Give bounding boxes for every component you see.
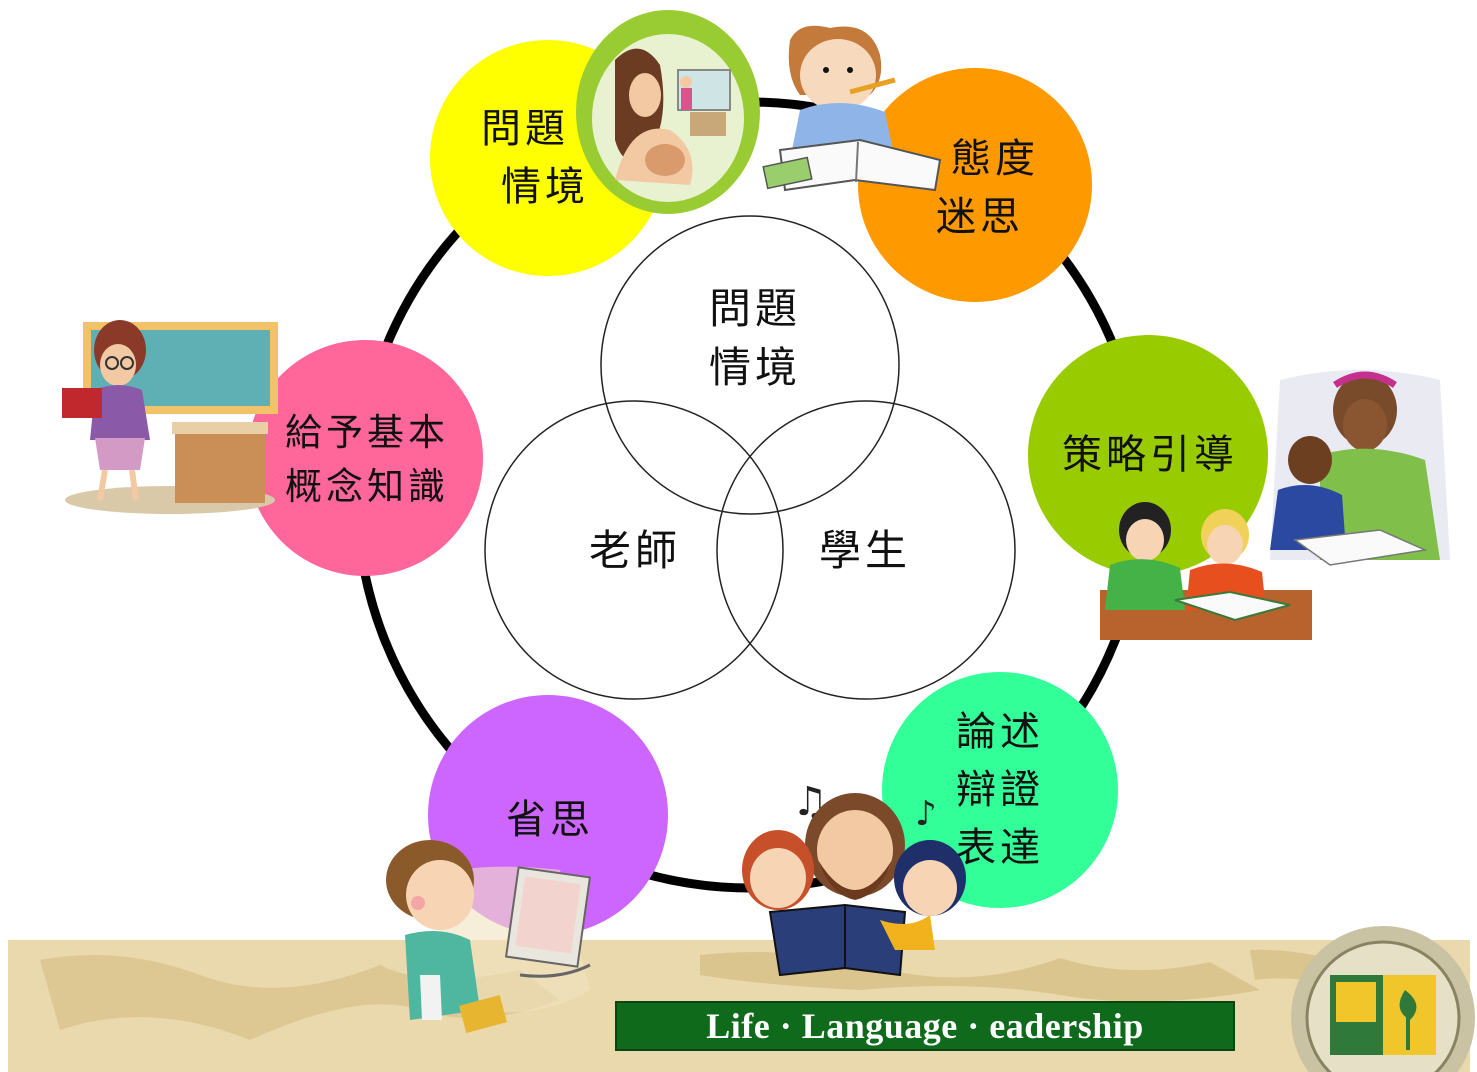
node-attitude-myth-line-1: 態度: [951, 136, 1039, 182]
node-argument: 論述 辯證 表達: [905, 672, 1095, 908]
node-strategy-line-1: 策略引導: [1062, 432, 1238, 478]
university-seal-logo: [1291, 926, 1475, 1072]
teacher-blackboard-illustration: [62, 320, 278, 514]
venn-label-top-line-2: 情境: [708, 342, 801, 392]
venn-label-teacher: 老師: [570, 522, 700, 581]
computer-boy-illustration: [386, 840, 592, 1033]
node-basic-knowledge-line-2: 概念知識: [285, 465, 449, 508]
venn-label-teacher-text: 老師: [588, 526, 681, 575]
node-attitude-myth-line-2: 迷思: [936, 194, 1024, 240]
node-argument-line-1: 論述: [956, 709, 1044, 755]
footer-tagline: Life · Language · eadership: [706, 1006, 1144, 1046]
venn-circle-left: [484, 400, 784, 700]
node-circle-attitude-myth: [858, 68, 1092, 302]
node-circle-strategy: [1028, 335, 1268, 575]
thinking-boy-illustration: [762, 25, 942, 192]
venn-label-student-text: 學生: [818, 526, 911, 575]
node-basic-knowledge: 給予基本 概念知識: [262, 360, 472, 560]
venn-label-student: 學生: [800, 522, 930, 581]
node-problem-context: 問題 情境: [430, 40, 630, 276]
node-problem-context-line-2: 情境: [501, 164, 589, 210]
node-strategy: 策略引導: [1030, 335, 1270, 575]
tutoring-illustration: [1100, 370, 1450, 640]
mother-child-illustration: [576, 10, 760, 214]
svg-text:♪: ♪: [915, 794, 937, 834]
venn-label-top: 問題 情境: [680, 280, 830, 398]
footer-tagline-bar: Life · Language · eadership: [615, 1001, 1235, 1051]
venn-circle-top: [600, 215, 900, 515]
node-argument-line-3: 表達: [956, 825, 1044, 871]
node-argument-line-2: 辯證: [956, 767, 1044, 813]
node-reflection: 省思: [450, 720, 650, 920]
venn-circle-right: [716, 400, 1016, 700]
node-circle-basic-knowledge: [247, 340, 483, 576]
venn-label-top-line-1: 問題: [708, 284, 801, 333]
node-reflection-line-1: 省思: [506, 797, 594, 843]
family-reading-illustration: ♫ ♪: [742, 779, 966, 977]
node-problem-context-line-1: 問題: [481, 106, 569, 152]
node-basic-knowledge-line-1: 給予基本: [285, 411, 449, 455]
node-attitude-myth: 態度 迷思: [880, 70, 1080, 306]
